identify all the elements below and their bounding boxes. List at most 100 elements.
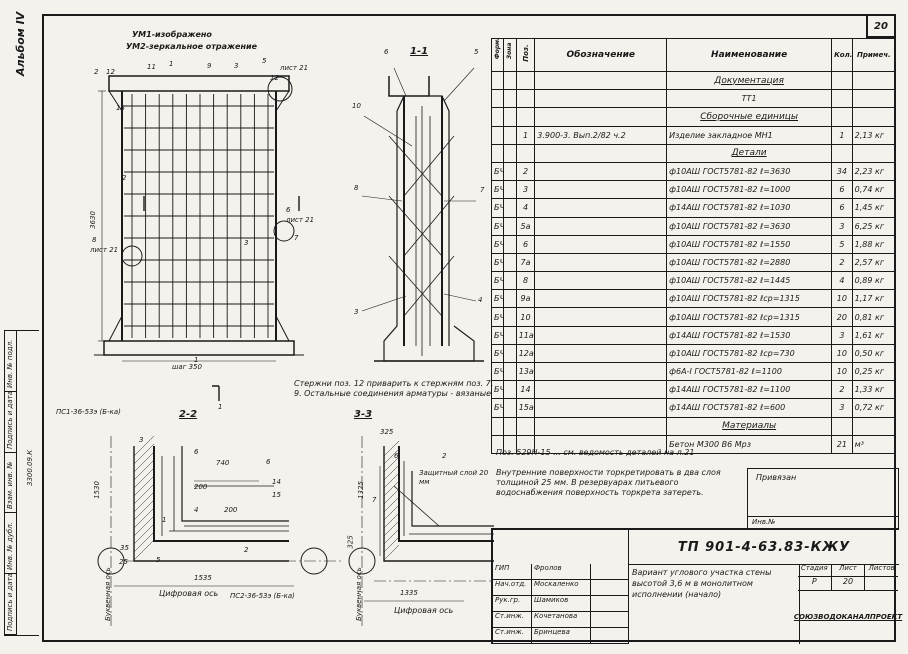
front-label-8: 8 <box>92 236 97 244</box>
s2-label-740: 740 <box>216 459 230 467</box>
front-label-12b: 12 <box>270 74 279 82</box>
front-base <box>103 340 295 356</box>
spec-cell-des <box>534 380 668 400</box>
front-label-1c: 1 <box>218 403 223 411</box>
s2-label-6a: 6 <box>194 448 199 456</box>
spec-row: Документация <box>490 70 897 91</box>
front-label-9: 9 <box>207 62 212 70</box>
left-strip-label: Взам. инв. № <box>6 461 14 510</box>
spec-cell-qty: 3 <box>831 398 853 418</box>
spec-cell-qty: 34 <box>831 161 853 182</box>
spec-cell-des <box>534 361 668 382</box>
left-strip-label: Подпись и дата <box>6 573 14 631</box>
s2-axis-left: Буквенная ось <box>104 567 112 621</box>
s1-label-7: 7 <box>480 186 485 194</box>
spec-cell-pos: 6 <box>515 234 536 254</box>
s2-label-ps1: ПС1-36-53э (Б-ка) <box>56 408 121 416</box>
s2-label-1530: 1530 <box>92 481 101 499</box>
spec-cell-pos: 1 <box>515 125 536 145</box>
front-label-list21c: лист 21 <box>90 246 119 254</box>
spec-cell-note: 2,23 кг <box>851 161 897 182</box>
spec-section-title: Сборочные единицы <box>666 107 833 127</box>
spec-cell-zone <box>503 234 517 254</box>
spec-cell-fmt: БЧ <box>490 161 505 182</box>
spec-row: Сборочные единицы <box>490 107 897 127</box>
spec-cell-zone <box>503 398 517 418</box>
spec-cell-pos: 9а <box>515 289 536 309</box>
spec-cell-des <box>534 180 668 200</box>
left-strip-cell: Подпись и дата <box>5 573 17 635</box>
section-3-3 <box>348 436 494 626</box>
s2-label-ps2: ПС2-36-53э (Б-ка) <box>230 592 295 600</box>
spec-cell-note: 1,33 кг <box>851 380 897 400</box>
role-title: Рук.гр. <box>493 596 532 611</box>
spec-cell-name: ф10АШ ГОСТ5781-82 ℓ=1000 <box>666 180 833 200</box>
spec-header-qty: Кол. <box>831 38 853 72</box>
signature-cell <box>591 580 628 595</box>
front-label-2a: 2 <box>94 68 99 76</box>
role-row: Нач.отд.Москаленко <box>493 580 628 596</box>
spec-header-pos: Поз. <box>515 38 536 72</box>
spec-cell-name: ф10АШ ГОСТ5781-82 ℓ=3630 <box>666 216 833 236</box>
front-label-1b: 1 <box>194 356 199 364</box>
spec-cell-zone <box>503 252 517 273</box>
spec-cell-qty: 21 <box>831 434 853 454</box>
drawing-sheet: 20 Альбом IV <box>14 12 902 644</box>
spec-cell-qty <box>831 89 853 109</box>
spec-cell-pos: 15а <box>515 398 536 418</box>
spec-cell-pos: 12а <box>515 343 536 364</box>
sheets-label: Листов <box>868 564 895 572</box>
spec-cell-fmt: БЧ <box>490 198 505 218</box>
left-strip-cell: Подпись и дата <box>5 391 17 453</box>
s2-label-1: 1 <box>162 516 167 524</box>
spec-cell-name: ф10АШ ГОСТ5781-82 ℓср=730 <box>666 343 833 364</box>
front-label-12a: 12 <box>106 68 115 76</box>
s1-label-6: 6 <box>384 48 389 56</box>
spec-cell-zone <box>503 216 517 236</box>
spec-cell-name: Изделие закладное МН1 <box>666 125 833 145</box>
spec-cell-pos: 7а <box>515 252 536 273</box>
s2-label-6b: 6 <box>266 458 271 466</box>
sheet-value: 20 <box>832 577 866 590</box>
spec-cell-zone <box>503 180 517 200</box>
s2-label-35: 35 <box>120 544 129 552</box>
section-3-title: 3-3 <box>354 409 373 420</box>
section-1-1 <box>361 67 484 362</box>
spec-section-title: Детали <box>666 143 833 163</box>
role-title: ГИП <box>493 564 532 579</box>
s3-label-325a: 325 <box>380 428 394 436</box>
spec-cell-zone <box>503 361 517 382</box>
s1-label-3: 3 <box>354 308 359 316</box>
role-row: Ст.инж.Бринцева <box>493 628 628 644</box>
spec-cell-name: ф10АШ ГОСТ5781-82 ℓср=1315 <box>666 289 833 309</box>
role-title: Ст.инж. <box>493 612 532 627</box>
front-note-2: УМ2-зеркальное отражение <box>126 42 257 51</box>
spec-cell-qty: 1 <box>831 125 853 145</box>
left-strip-label: Инв. № дубл. <box>6 522 14 571</box>
sheet-number: 20 <box>874 20 888 32</box>
s3-axis-bottom: Цифровая ось <box>394 606 454 615</box>
s2-axis-bottom: Цифровая ось <box>159 589 219 598</box>
front-label-list21b: лист 21 <box>286 216 315 224</box>
role-title: Ст.инж. <box>493 628 532 643</box>
front-label-1a: 1 <box>169 60 174 68</box>
spec-cell-note: 2,57 кг <box>851 252 897 273</box>
section-2-2 <box>97 435 344 626</box>
front-label-3b: 3 <box>244 239 249 247</box>
spec-cell-zone <box>503 434 517 454</box>
front-label-list21a: лист 21 <box>280 64 309 72</box>
front-note-1: УМ1-изображено <box>132 30 212 39</box>
spec-cell-des: 3.900-3. Вып.2/82 ч.2 <box>534 125 668 145</box>
spec-cell-name: ф6А-I ГОСТ5781-82 ℓ=1100 <box>666 361 833 382</box>
spec-cell-fmt: БЧ <box>490 289 505 309</box>
s1-label-5: 5 <box>474 48 479 56</box>
spec-cell-pos: 2 <box>515 161 536 182</box>
